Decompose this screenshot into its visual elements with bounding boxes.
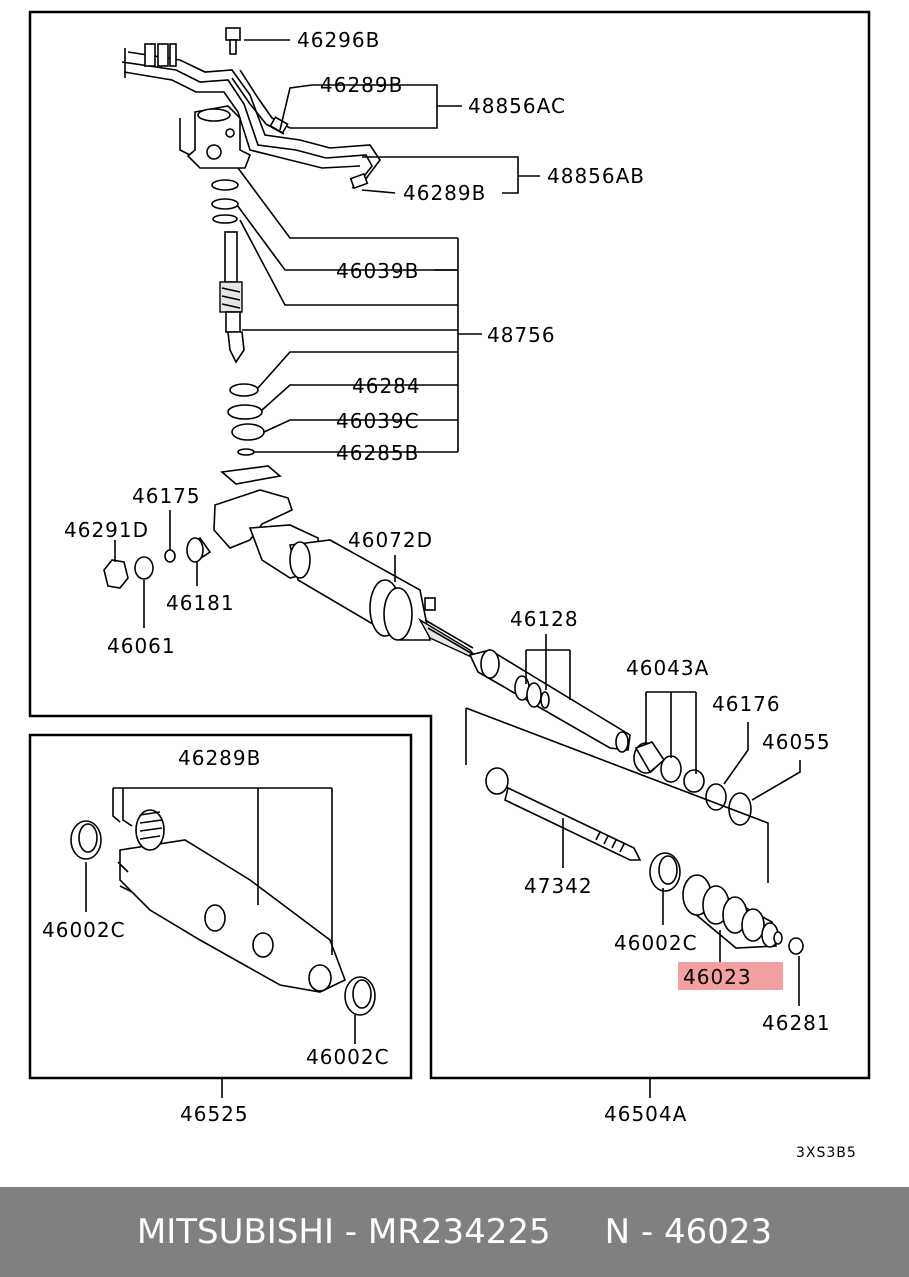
label-46289B-top: 46289B xyxy=(320,73,403,97)
label-48856AB: 48856AB xyxy=(547,164,645,188)
label-48856AC: 48856AC xyxy=(468,94,566,118)
inset-clamps xyxy=(70,820,376,1016)
label-46061: 46061 xyxy=(107,634,176,658)
label-46002C-inset-bottom: 46002C xyxy=(306,1045,390,1069)
footer-text: MITSUBISHI - MR234225 N - 46023 xyxy=(136,1212,773,1252)
label-46281: 46281 xyxy=(762,1011,831,1035)
inset-frame xyxy=(28,733,413,1080)
label-46291D: 46291D xyxy=(64,518,149,542)
label-46285B: 46285B xyxy=(336,441,419,465)
label-46055: 46055 xyxy=(762,730,831,754)
label-46289B-mid: 46289B xyxy=(403,181,486,205)
adjuster-parts xyxy=(103,536,212,589)
pinion-bearings xyxy=(220,383,282,485)
label-46023: 46023 xyxy=(683,965,752,989)
main-assembly-frame xyxy=(28,10,871,1080)
label-46043A: 46043A xyxy=(626,656,709,680)
label-46181: 46181 xyxy=(166,591,235,615)
rack-housing xyxy=(213,489,479,661)
pipe-assembly xyxy=(121,48,381,189)
parts-diagram: 46296B 46289B 48856AC 48856AB 46289B 460… xyxy=(28,10,871,1161)
label-46039C: 46039C xyxy=(336,409,420,433)
label-47342: 47342 xyxy=(524,874,593,898)
label-46072D: 46072D xyxy=(348,528,433,552)
rack-end-parts xyxy=(633,741,752,826)
rack-bar xyxy=(468,649,631,753)
label-46176: 46176 xyxy=(712,692,781,716)
clip-46281 xyxy=(788,937,804,955)
label-46289B-inset: 46289B xyxy=(178,746,261,770)
pinion-shaft xyxy=(219,231,245,364)
leader-lines xyxy=(85,39,801,1098)
pinion-seals xyxy=(211,179,239,224)
inset-housing xyxy=(117,809,347,993)
valve-housing xyxy=(179,105,252,169)
label-46296B: 46296B xyxy=(297,28,380,52)
label-46039B: 46039B xyxy=(336,259,419,283)
tie-rod-47342 xyxy=(485,767,642,861)
boot-46023 xyxy=(682,874,783,949)
diagram-code: 3XS3B5 xyxy=(796,1145,857,1161)
label-46525: 46525 xyxy=(180,1102,249,1126)
label-46175: 46175 xyxy=(132,484,201,508)
label-46002C-right: 46002C xyxy=(614,931,698,955)
label-48756: 48756 xyxy=(487,323,556,347)
label-46128: 46128 xyxy=(510,607,579,631)
label-46002C-inset-top: 46002C xyxy=(42,918,126,942)
bolt-46296B xyxy=(225,27,241,55)
highlight-46023 xyxy=(678,962,783,990)
boot-clamp-right xyxy=(649,852,681,892)
label-46504A: 46504A xyxy=(604,1102,687,1126)
label-46284: 46284 xyxy=(352,374,421,398)
part-number-footer: MITSUBISHI - MR234225 N - 46023 xyxy=(0,1187,909,1277)
pipe-fittings xyxy=(144,43,369,190)
